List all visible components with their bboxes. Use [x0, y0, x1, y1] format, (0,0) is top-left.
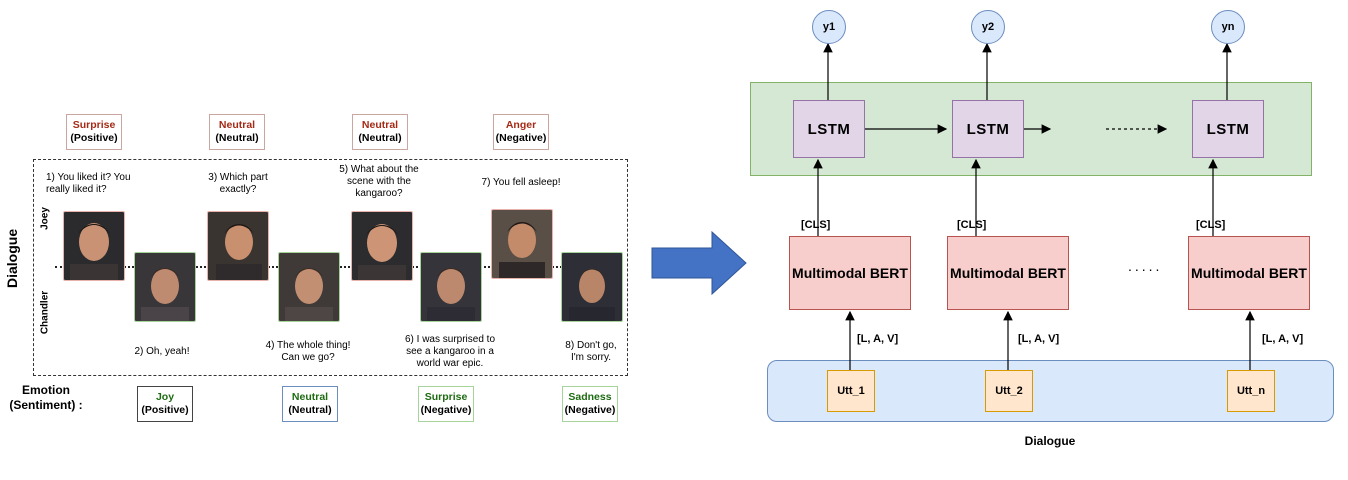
bottom-label-1-sentiment: (Positive): [141, 404, 189, 416]
utterance-5: 5) What about the scene with the kangaro…: [339, 164, 419, 199]
top-label-4: Anger (Negative): [493, 114, 549, 150]
input-label-1: [L, A, V]: [857, 333, 899, 345]
utterance-box-2: Utt_2: [985, 370, 1033, 412]
utterance-7: 7) You fell asleep!: [481, 177, 561, 188]
conversation-frame: [33, 159, 628, 376]
bottom-label-2-emotion: Neutral: [291, 391, 329, 403]
utterance-6: 6) I was surprised to see a kangaroo in …: [404, 334, 496, 369]
bottom-label-3: Surprise (Negative): [418, 386, 474, 422]
joey-face-3: [351, 211, 413, 281]
input-label-2: [L, A, V]: [1018, 333, 1060, 345]
emotion-caption-line2: (Sentiment) :: [9, 398, 83, 412]
bert-ellipsis: .....: [1128, 258, 1163, 274]
bottom-label-2: Neutral (Neutral): [282, 386, 338, 422]
lstm-cell-1: LSTM: [793, 100, 865, 158]
top-label-3-sentiment: (Neutral): [358, 132, 402, 144]
chandler-face-1: [134, 252, 196, 322]
transition-arrow-icon: [651, 230, 747, 296]
utterance-box-1: Utt_1: [827, 370, 875, 412]
joey-face-4: [491, 209, 553, 279]
utterance-3: 3) Which part exactly?: [208, 172, 268, 195]
chandler-face-4: [561, 252, 623, 322]
top-label-2-emotion: Neutral: [218, 119, 256, 131]
top-label-2-sentiment: (Neutral): [215, 132, 259, 144]
top-label-1: Surprise (Positive): [66, 114, 122, 150]
cls-label-2: [CLS]: [957, 219, 987, 231]
joey-face-2: [207, 211, 269, 281]
top-label-3-emotion: Neutral: [361, 119, 399, 131]
top-label-4-emotion: Anger: [505, 119, 537, 131]
utterance-2: 2) Oh, yeah!: [134, 346, 190, 357]
top-label-2: Neutral (Neutral): [209, 114, 265, 150]
joey-face-1: [63, 211, 125, 281]
cls-label-n: [CLS]: [1196, 219, 1226, 231]
dialogue-caption: Dialogue: [1024, 434, 1076, 448]
input-label-n: [L, A, V]: [1262, 333, 1304, 345]
emotion-caption-line1: Emotion: [22, 383, 70, 397]
utterance-4: 4) The whole thing! Can we go?: [265, 340, 351, 363]
top-label-1-sentiment: (Positive): [70, 132, 118, 144]
cls-label-1: [CLS]: [801, 219, 831, 231]
lstm-cell-2: LSTM: [952, 100, 1024, 158]
bottom-label-4: Sadness (Negative): [562, 386, 618, 422]
utterance-8: 8) Don't go, I'm sorry.: [565, 340, 617, 363]
output-node-y1: y1: [812, 10, 846, 44]
lstm-cell-n: LSTM: [1192, 100, 1264, 158]
top-label-3: Neutral (Neutral): [352, 114, 408, 150]
bottom-label-3-emotion: Surprise: [424, 391, 468, 403]
output-node-yn: yn: [1211, 10, 1245, 44]
bottom-label-1: Joy (Positive): [137, 386, 193, 422]
utterance-1: 1) You liked it? You really liked it?: [46, 172, 131, 195]
utterance-box-n: Utt_n: [1227, 370, 1275, 412]
bert-encoder-2: Multimodal BERT: [947, 236, 1069, 310]
bert-encoder-1: Multimodal BERT: [789, 236, 911, 310]
bottom-label-3-sentiment: (Negative): [420, 404, 472, 416]
bert-encoder-n: Multimodal BERT: [1188, 236, 1310, 310]
bottom-label-2-sentiment: (Neutral): [288, 404, 332, 416]
output-node-y2: y2: [971, 10, 1005, 44]
top-label-4-sentiment: (Negative): [495, 132, 547, 144]
bottom-label-4-sentiment: (Negative): [564, 404, 616, 416]
bottom-label-4-emotion: Sadness: [568, 391, 612, 403]
emotion-caption: Emotion (Sentiment) :: [2, 383, 90, 413]
bottom-label-1-emotion: Joy: [155, 391, 175, 403]
chandler-face-2: [278, 252, 340, 322]
top-label-1-emotion: Surprise: [72, 119, 116, 131]
chandler-face-3: [420, 252, 482, 322]
